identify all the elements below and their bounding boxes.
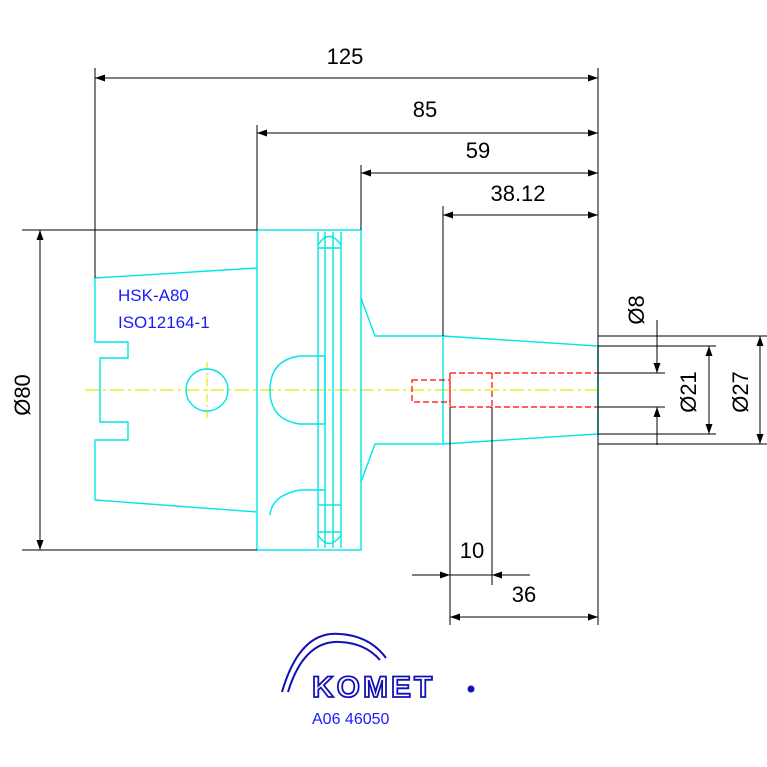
type-label-line1: HSK-A80 (118, 286, 189, 305)
brand-name: KOMET (312, 671, 435, 704)
dim-length-36: 36 (512, 582, 536, 607)
dim-length-59: 59 (466, 138, 490, 163)
dim-length-85: 85 (413, 97, 437, 122)
dim-length-10: 10 (460, 538, 484, 563)
dim-diameter-27: Ø27 (728, 371, 753, 413)
dim-length-125: 125 (327, 44, 364, 69)
dim-diameter-8: Ø8 (624, 295, 649, 324)
dimension-lines (22, 68, 767, 625)
dim-diameter-80: Ø80 (10, 374, 35, 416)
part-number: A06 46050 (312, 711, 390, 728)
type-label-line2: ISO12164-1 (118, 313, 210, 332)
dim-length-38: 38.12 (490, 181, 545, 206)
hidden-bore (411, 372, 598, 408)
brand-dot-icon (467, 685, 475, 693)
dim-diameter-21: Ø21 (676, 371, 701, 413)
holder-outline (94, 229, 599, 551)
komet-arc-logo-icon (281, 632, 387, 693)
